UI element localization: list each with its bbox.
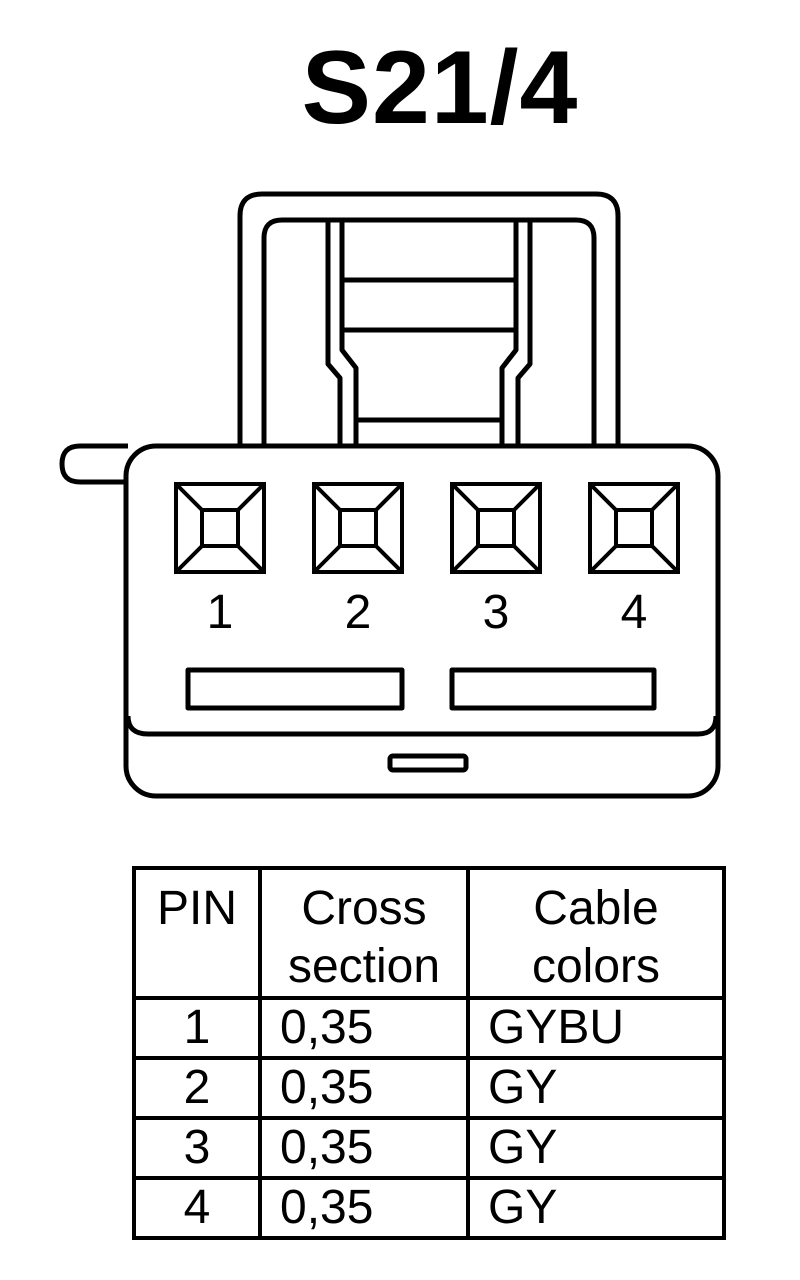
pin-cavity-4 (588, 482, 680, 574)
table-row: 3 0,35 GY (132, 1116, 726, 1180)
pin-cavity-3 (450, 482, 542, 574)
pin-number-label: 3 (483, 586, 510, 639)
cell-pin: 1 (132, 996, 262, 1060)
cell-pin: 4 (132, 1176, 262, 1240)
cell-cable-colors: GY (466, 1116, 726, 1180)
latch-outer-frame (237, 191, 621, 446)
cell-cable-colors: GY (466, 1176, 726, 1240)
pin-number-label: 1 (207, 586, 234, 639)
connector-diagram: 1 2 3 4 (59, 191, 721, 799)
table-row: 4 0,35 GY (132, 1176, 726, 1240)
cell-pin: 2 (132, 1056, 262, 1120)
cell-cable-colors: GYBU (466, 996, 726, 1060)
housing-lower-ledge (125, 715, 719, 737)
latch-inner-frame (261, 217, 597, 446)
cell-pin: 3 (132, 1116, 262, 1180)
pin-cavity-2 (312, 482, 404, 574)
connector-housing (123, 443, 721, 799)
cell-cross-section: 0,35 (258, 1176, 470, 1240)
header-pin: PIN (132, 866, 262, 1000)
pin-number-label: 2 (345, 586, 372, 639)
cell-cross-section: 0,35 (258, 996, 470, 1060)
bottom-slot (387, 753, 469, 773)
cell-cross-section: 0,35 (258, 1056, 470, 1120)
cell-cable-colors: GY (466, 1056, 726, 1120)
latch-tongue-inner (339, 280, 519, 446)
cell-cross-section: 0,35 (258, 1116, 470, 1180)
housing-window-left (185, 667, 405, 711)
connector-title: S21/4 (301, 30, 579, 146)
latch-tongue (325, 222, 533, 446)
pin-cavity-1 (174, 482, 266, 574)
pin-number-label: 4 (621, 586, 648, 639)
table-row: 1 0,35 GYBU (132, 996, 726, 1060)
housing-window-right (449, 667, 657, 711)
side-tab (59, 443, 128, 485)
table-row: 2 0,35 GY (132, 1056, 726, 1120)
